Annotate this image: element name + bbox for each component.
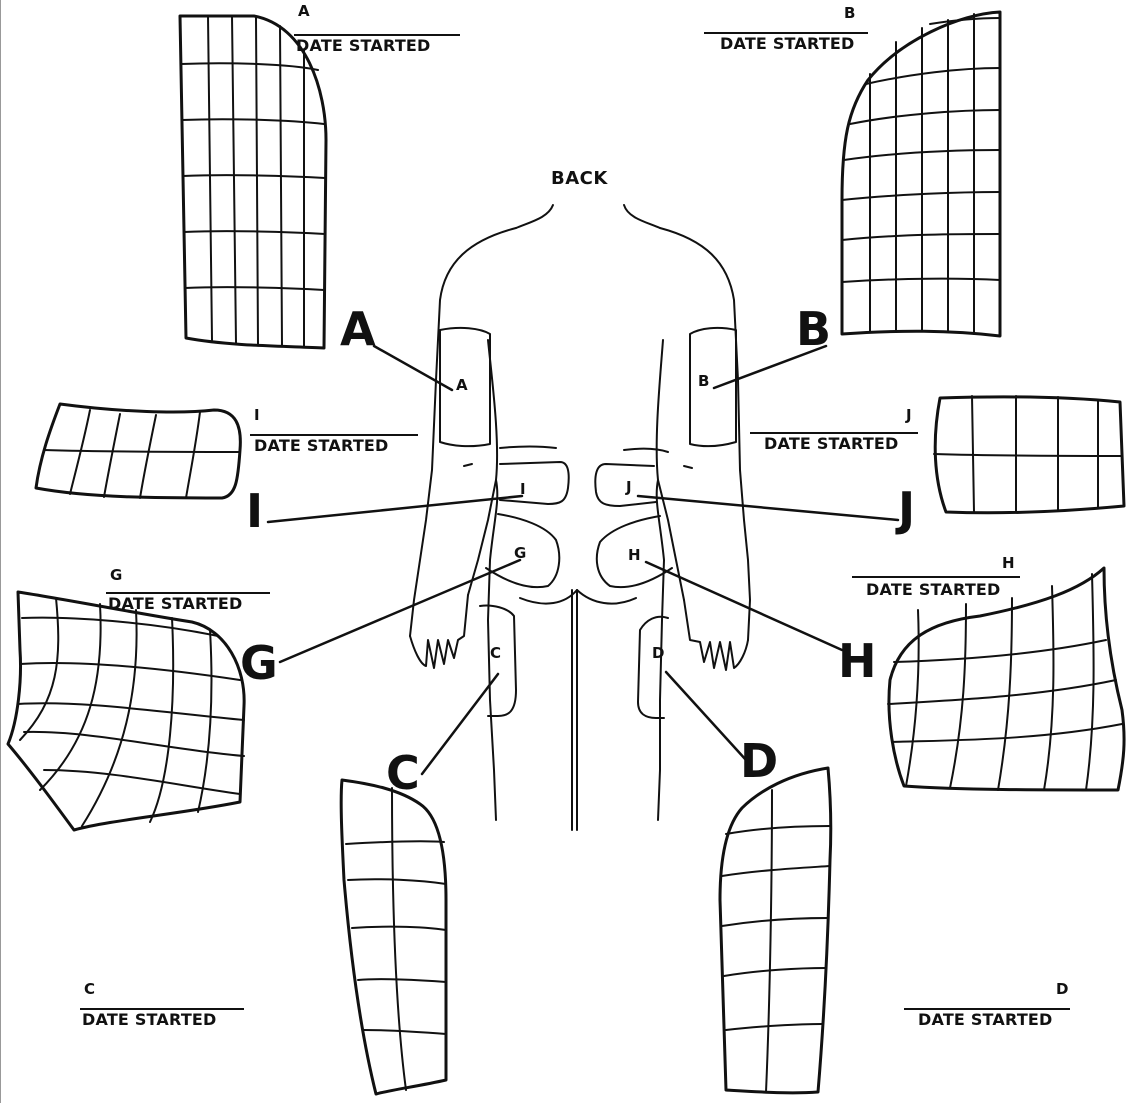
site-label-i: I — [246, 488, 263, 534]
patch-label-g: G — [514, 546, 526, 561]
date-field-letter-c: C — [84, 982, 95, 997]
leader-i — [268, 496, 522, 522]
date-field-label-h: DATE STARTED — [866, 582, 1001, 598]
site-label-j: J — [898, 486, 915, 532]
date-field-letter-g: G — [110, 568, 122, 583]
site-label-b: B — [796, 306, 831, 352]
leader-h — [646, 562, 842, 650]
body-site-patches — [440, 328, 736, 718]
patch-b — [690, 328, 736, 446]
date-field-label-b: DATE STARTED — [720, 36, 855, 52]
patch-label-h: H — [628, 548, 641, 563]
view-title: BACK — [551, 170, 608, 188]
grid-h — [888, 568, 1124, 790]
date-field-letter-i: I — [254, 408, 260, 423]
grid-j — [934, 396, 1124, 513]
date-field-label-g: DATE STARTED — [108, 596, 243, 612]
leader-g — [280, 560, 520, 662]
leader-c — [422, 674, 498, 774]
patch-label-c: C — [490, 646, 501, 661]
grid-d — [720, 768, 831, 1093]
grid-c — [341, 780, 446, 1094]
date-field-letter-a: A — [298, 4, 310, 19]
date-field-letter-h: H — [1002, 556, 1015, 571]
patch-label-a: A — [456, 378, 468, 393]
site-label-h: H — [838, 638, 877, 684]
date-field-label-a: DATE STARTED — [296, 38, 431, 54]
site-label-g: G — [240, 640, 278, 686]
leader-j — [638, 496, 898, 520]
grid-a — [180, 16, 326, 348]
date-field-letter-d: D — [1056, 982, 1068, 997]
date-field-label-j: DATE STARTED — [764, 436, 899, 452]
date-field-label-d: DATE STARTED — [918, 1012, 1053, 1028]
leader-d — [666, 672, 746, 760]
patch-label-i: I — [520, 482, 526, 497]
grid-g — [8, 592, 244, 830]
patch-label-d: D — [652, 646, 664, 661]
site-label-d: D — [740, 738, 778, 784]
date-field-label-c: DATE STARTED — [82, 1012, 217, 1028]
leader-lines — [268, 346, 898, 774]
body-outline — [410, 205, 750, 830]
site-label-a: A — [340, 306, 376, 352]
patch-label-j: J — [626, 480, 632, 495]
date-field-label-i: DATE STARTED — [254, 438, 389, 454]
grid-i — [36, 404, 240, 498]
grid-b — [842, 12, 1000, 336]
date-field-line-h[interactable] — [852, 576, 1020, 578]
date-field-letter-j: J — [906, 408, 912, 423]
patch-d — [638, 617, 668, 718]
date-field-letter-b: B — [844, 6, 855, 21]
patch-label-b: B — [698, 374, 709, 389]
site-label-c: C — [386, 750, 420, 796]
